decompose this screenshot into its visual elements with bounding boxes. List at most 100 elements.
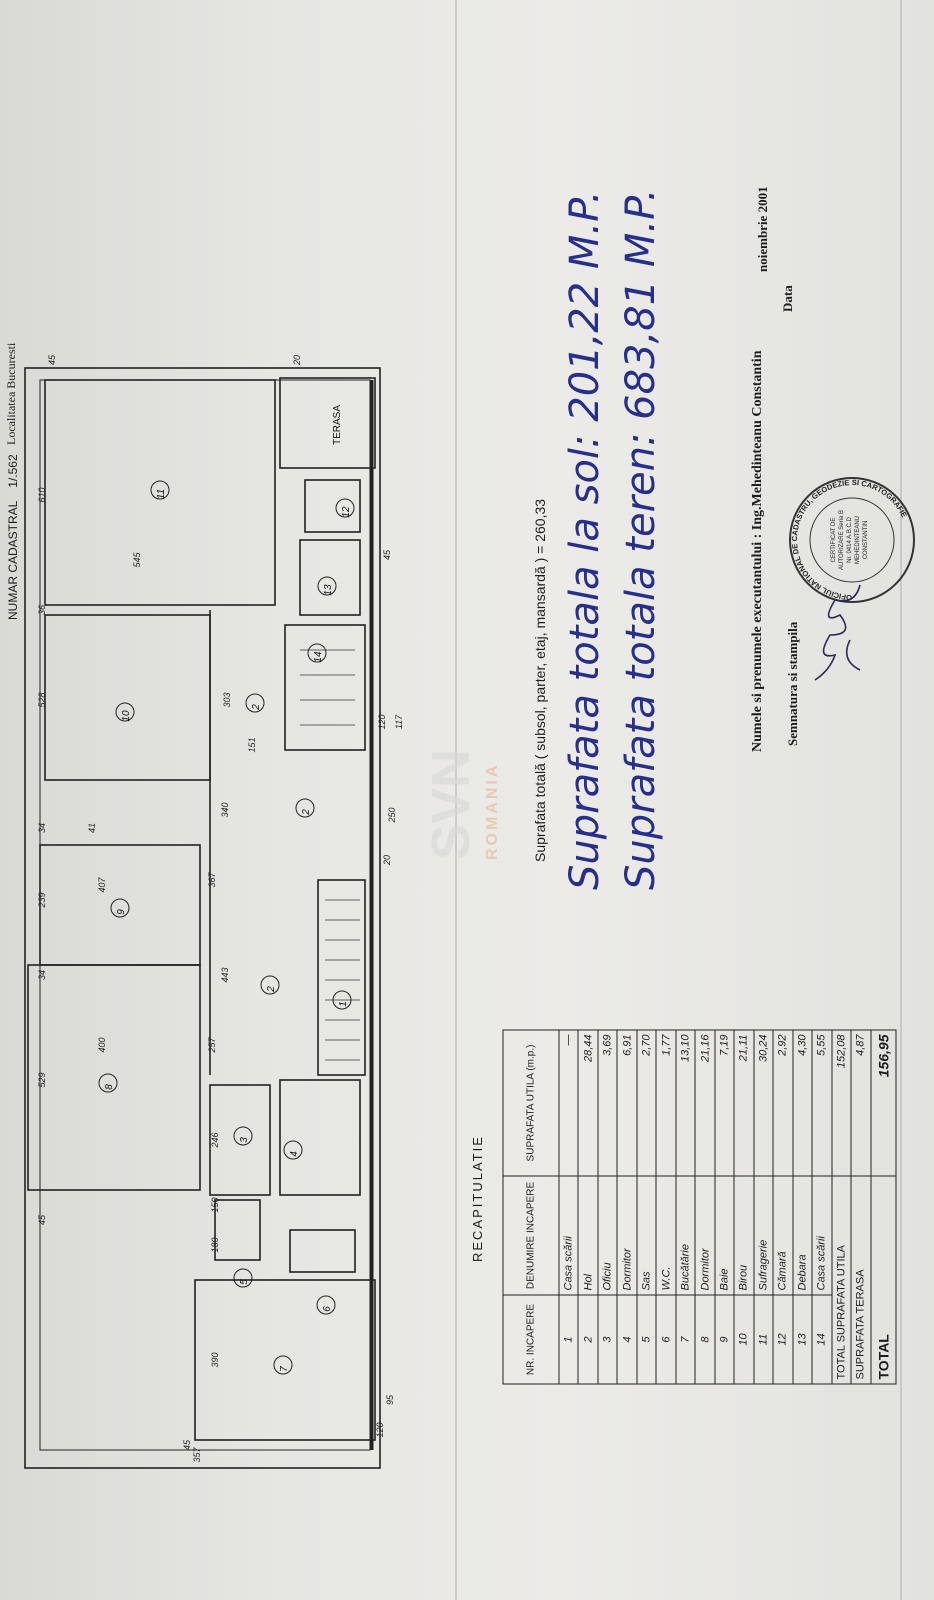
dimension-label: 45 <box>47 354 57 365</box>
room-number: 8 <box>104 1084 115 1090</box>
dimension-label: 400 <box>97 1037 107 1052</box>
room-area: 21,16 <box>695 1030 715 1176</box>
room-name: Birou <box>734 1176 754 1295</box>
room-name: Casa scării <box>812 1176 832 1295</box>
room-nr: 14 <box>812 1295 832 1384</box>
room-nr: 9 <box>714 1295 735 1384</box>
room-7 <box>194 1279 376 1441</box>
dimension-label: 529 <box>37 1072 47 1087</box>
handwritten-ground-area: Suprafata totala la sol: 201,22 M.P. <box>562 190 608 890</box>
room-10 <box>44 614 211 781</box>
room-area: 4,30 <box>792 1030 813 1176</box>
room-name: Casa scării <box>559 1176 579 1295</box>
room-name: Dormitor <box>617 1176 637 1295</box>
dimension-label: 407 <box>97 877 107 893</box>
terrace-label: TERASA <box>332 405 343 445</box>
stamp-inner-text: CERTIFICAT DE AUTORIZARE Seria B Nr. 041… <box>831 510 869 570</box>
signature <box>814 584 861 681</box>
room-3 <box>209 1084 271 1196</box>
dimension-label: 250 <box>387 807 397 823</box>
room-number: 12 <box>341 506 352 518</box>
dimension-label: 151 <box>247 737 257 752</box>
recap-title: RECAPITULATIE <box>470 1135 485 1262</box>
dimension-label: 150 <box>210 1197 220 1212</box>
col-header-name: DENUMIRE INCAPERE <box>503 1176 559 1295</box>
dimension-label: 545 <box>132 552 142 568</box>
total-value: 4,87 <box>851 1030 871 1176</box>
dimension-label: 340 <box>220 802 230 817</box>
room-area: 2,70 <box>636 1030 657 1176</box>
total-label: TOTAL SUPRAFATA UTILA <box>831 1176 852 1384</box>
dimension-label: 257 <box>207 1037 217 1054</box>
dimension-label: 120 <box>377 714 387 729</box>
room-nr: 3 <box>597 1295 618 1384</box>
watermark-sub: ROMANIA <box>484 762 501 860</box>
room-number: 2 <box>301 809 312 816</box>
total-value: 156,95 <box>870 1030 896 1176</box>
paper-fold <box>900 0 902 1600</box>
room-5 <box>214 1199 261 1261</box>
room-number: 6 <box>322 1306 333 1312</box>
room-nr: 13 <box>792 1295 813 1384</box>
room-name: Hol <box>578 1176 598 1295</box>
total-label: SUPRAFATA TERASA <box>851 1176 871 1384</box>
room-nr: 11 <box>753 1295 774 1384</box>
room-name: Oficiu <box>597 1176 618 1295</box>
room-number: 13 <box>323 584 334 596</box>
dimension-label: 180 <box>210 1237 220 1252</box>
room-nr: 7 <box>675 1295 696 1384</box>
dimension-label: 95 <box>385 1394 395 1405</box>
room-number: 7 <box>279 1366 290 1372</box>
dimension-label: 610 <box>37 487 47 502</box>
room-name: Bucătărie <box>675 1176 696 1295</box>
room-number: 2 <box>266 986 277 993</box>
terrace <box>279 377 376 469</box>
dimension-label: 45 <box>382 549 392 560</box>
dimension-label: 36 <box>37 605 47 615</box>
room-nr: 8 <box>695 1295 715 1384</box>
room-4 <box>279 1079 361 1196</box>
dimension-label: 390 <box>210 1352 220 1367</box>
dimension-label: 357 <box>192 1447 202 1463</box>
room-area: 3,69 <box>597 1030 618 1176</box>
total-value: 152,08 <box>831 1030 852 1176</box>
recap-table: NR. INCAPERE DENUMIRE INCAPERE SUPRAFATA… <box>503 1030 897 1385</box>
room-area: — <box>559 1030 579 1176</box>
dimension-label: 239 <box>37 892 47 908</box>
dimension-label: 367 <box>207 872 217 888</box>
dimension-label: 528 <box>37 692 47 707</box>
room-name: Sufragerie <box>753 1176 774 1295</box>
room-name: Sas <box>636 1176 657 1295</box>
room-number: 1 <box>338 1001 349 1007</box>
date-label: Data <box>780 285 795 312</box>
room-name: Baie <box>714 1176 735 1295</box>
watermark-logo: SVN <box>421 748 481 860</box>
room-area: 6,91 <box>617 1030 637 1176</box>
room-area: 28,44 <box>578 1030 598 1176</box>
room-11 <box>44 379 276 606</box>
room-number: 9 <box>116 909 127 915</box>
room-nr: 4 <box>617 1295 637 1384</box>
dimension-label: 34 <box>37 970 47 980</box>
room-nr: 1 <box>559 1295 579 1384</box>
total-area-note: Suprafata totală ( subsol, parter, etaj,… <box>532 498 548 862</box>
total-label: TOTAL <box>870 1176 896 1384</box>
signature-label: Semnatura si stampila <box>785 621 800 746</box>
dimension-label: 45 <box>182 1439 192 1450</box>
room-nr: 12 <box>773 1295 793 1384</box>
room-area: 2,92 <box>773 1030 793 1176</box>
room-name: W.C. <box>656 1176 676 1295</box>
